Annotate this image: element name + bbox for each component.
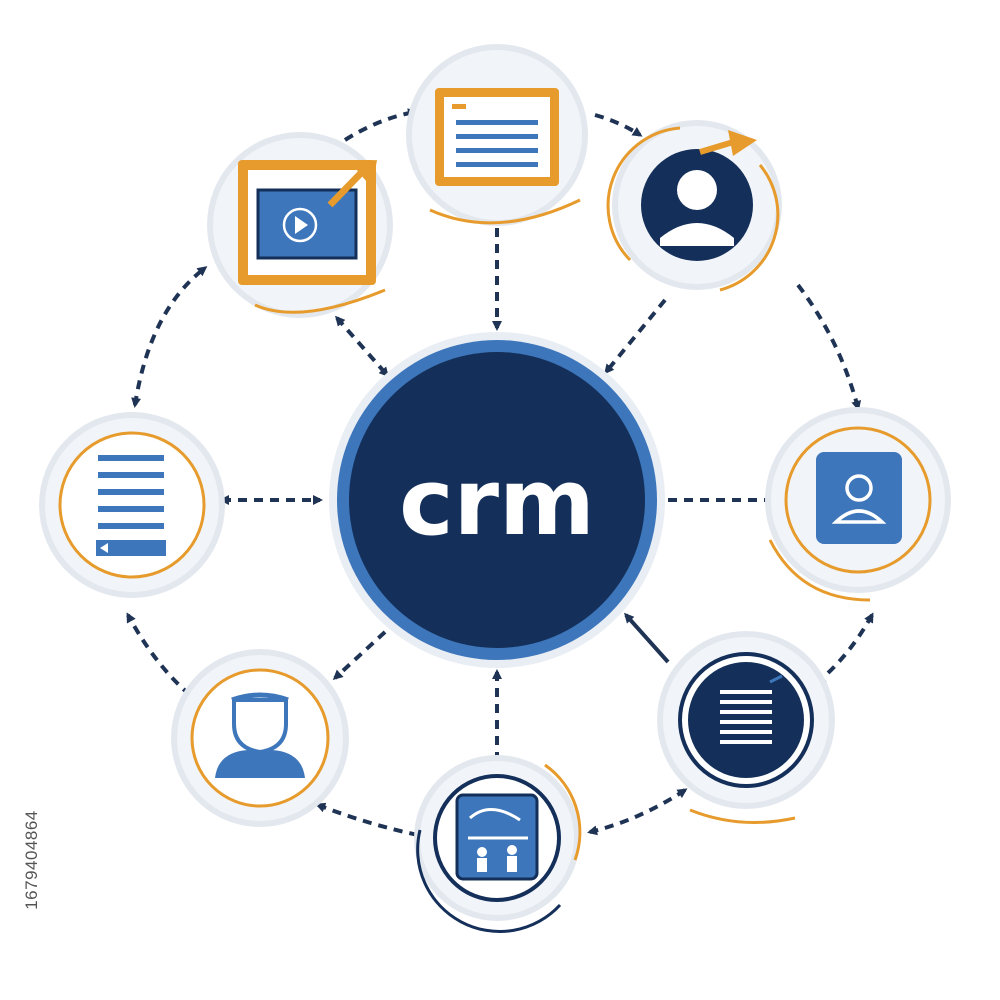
crm-hub: crm (329, 332, 665, 668)
connector-notes-to-analytics (587, 788, 688, 836)
node-agent[interactable] (171, 649, 349, 827)
spoke-video-hub (335, 315, 389, 378)
connector-profile-to-contact (796, 283, 862, 411)
connector-agent-to-form (126, 612, 192, 697)
user-profile-icon (641, 130, 757, 261)
node-contact-card[interactable] (765, 407, 951, 602)
node-analytics[interactable] (414, 755, 582, 933)
support-agent-icon (215, 692, 305, 778)
connector-form-to-video (131, 266, 208, 408)
stock-id-watermark: 1679404864 (10, 750, 41, 970)
analytics-chart-icon (433, 774, 561, 902)
video-screen-icon (238, 160, 377, 285)
connector-contact-to-notes (815, 612, 874, 684)
connector-video-to-document (343, 108, 418, 142)
node-profile[interactable] (606, 120, 782, 292)
spoke-hub-agent (332, 630, 387, 681)
node-document[interactable] (406, 44, 588, 226)
node-video[interactable] (207, 132, 393, 318)
connectors (126, 108, 874, 837)
contact-card-icon (816, 452, 902, 544)
spoke-profile-hub (604, 298, 667, 375)
notes-list-icon (678, 652, 814, 788)
connector-analytics-to-agent (315, 802, 419, 837)
stock-id-text: 1679404864 (22, 810, 41, 910)
form-list-icon (96, 455, 166, 556)
hub-label: crm (399, 449, 595, 556)
connector-document-to-profile (594, 113, 643, 137)
node-notes[interactable] (657, 631, 835, 824)
spoke-notes-hub (624, 612, 670, 664)
node-form[interactable] (39, 412, 225, 598)
document-window-icon (435, 88, 559, 186)
